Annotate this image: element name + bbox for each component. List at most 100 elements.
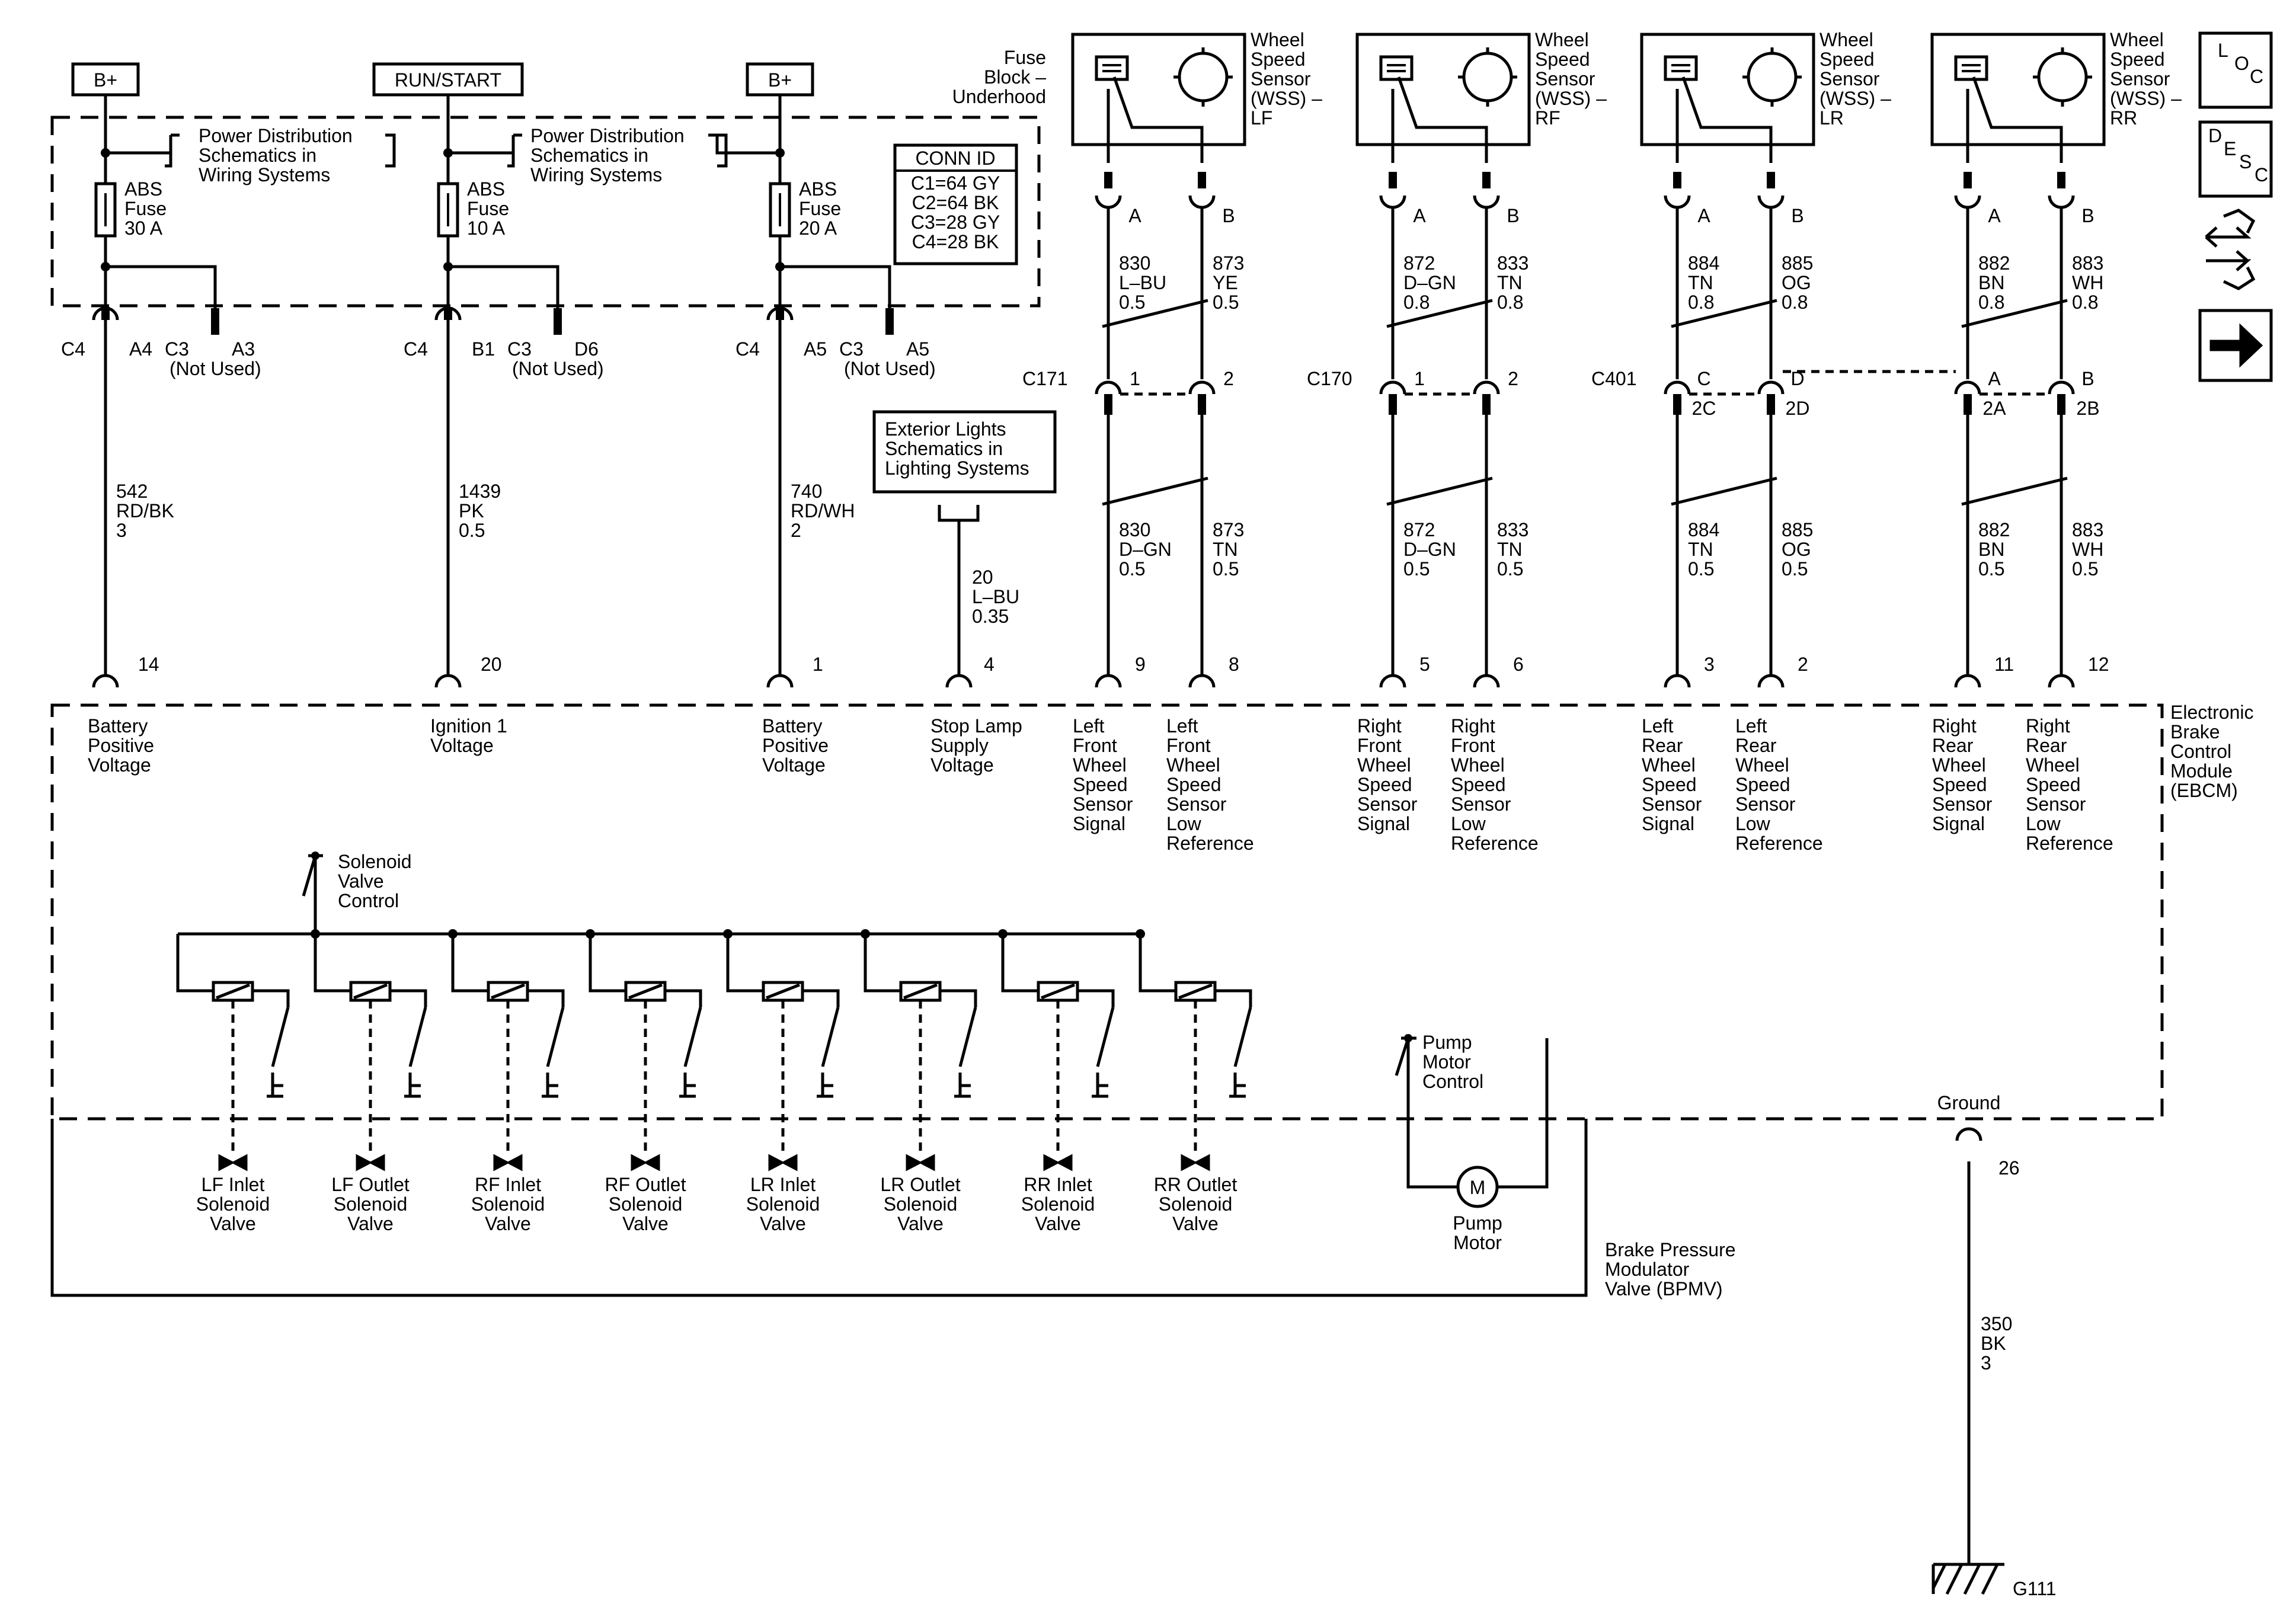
- wire-spec: 872: [1403, 252, 1435, 274]
- solenoid-valve-label: Valve: [1035, 1213, 1081, 1234]
- sensor-title: RR: [2110, 107, 2137, 129]
- solenoid-valve-label: Valve: [347, 1213, 394, 1234]
- solenoid-valve-label: Valve: [897, 1213, 944, 1234]
- ebcm-input-label: Right: [1451, 715, 1495, 737]
- solenoid-coil-icon: [1041, 983, 1075, 1000]
- inline-pin-label: D: [1790, 368, 1804, 389]
- fuse-block-title: Block –: [984, 66, 1046, 88]
- fuse-label: Fuse: [124, 198, 167, 219]
- fuse-label: 30 A: [124, 217, 163, 239]
- fuse-block-title: Fuse: [1004, 47, 1046, 68]
- ebcm-input-label: Sensor: [1357, 793, 1418, 815]
- solenoid-driver-switch-icon: [271, 1007, 290, 1067]
- wire-spec: D–GN: [1403, 539, 1456, 560]
- sensor-pin-label: B: [2081, 205, 2094, 226]
- inline-connector-terminal: [1664, 380, 1691, 395]
- sensor-title: Speed: [1251, 49, 1306, 70]
- wire-spec: TN: [1688, 272, 1713, 293]
- sensor-pin-label: A: [1988, 205, 2001, 226]
- ebcm-pin-number: 5: [1419, 654, 1430, 675]
- wire-spec: WH: [2072, 539, 2103, 560]
- ebcm-terminal: [1379, 674, 1406, 688]
- solenoid-coil-icon: [766, 983, 800, 1000]
- fuse-label: Fuse: [467, 198, 509, 219]
- solenoid-valve-label: Solenoid: [746, 1193, 820, 1215]
- ebcm-terminal: [1473, 674, 1500, 688]
- ebcm-input-label: Wheel: [1642, 754, 1696, 776]
- pump-control-label: Motor: [1422, 1051, 1471, 1073]
- connector-pin-label: A4: [129, 338, 152, 360]
- valve-icon: [1181, 1154, 1210, 1172]
- ebcm-input-label: Wheel: [1166, 754, 1220, 776]
- solenoid-valve-label: Valve: [622, 1213, 669, 1234]
- wire-spec: 0.8: [1688, 292, 1714, 313]
- bpmv-label: Modulator: [1605, 1259, 1690, 1280]
- pump-motor-label: Motor: [1453, 1232, 1502, 1253]
- wire-spec: TN: [1688, 539, 1713, 560]
- reference-leader: [708, 133, 780, 155]
- reference-bracket: [507, 135, 515, 168]
- solenoid-coil-icon: [491, 983, 525, 1000]
- ebcm-terminal: [766, 674, 794, 688]
- solenoid-feed: [864, 934, 901, 993]
- ebcm-terminal: [2048, 674, 2075, 688]
- ebcm-input-label: Voltage: [762, 754, 826, 776]
- sensor-element-icon: [1962, 64, 1981, 72]
- desc-letter: S: [2239, 151, 2252, 172]
- ebcm-pin-number: 1: [813, 654, 823, 675]
- bpmv-label: Valve (BPMV): [1605, 1278, 1723, 1299]
- twisted-pair-mark: [1386, 476, 1493, 506]
- pump-feed-wire: [1406, 1038, 1458, 1189]
- sensor-title: RF: [1535, 107, 1560, 129]
- not-used-note: (Not Used): [844, 358, 936, 379]
- ebcm-terminal: [434, 674, 462, 688]
- sensor-title: Sensor: [2110, 68, 2170, 89]
- connector-id: C4: [736, 338, 760, 360]
- ground-symbol-icon: [1932, 1563, 2004, 1595]
- wire-spec: L–BU: [972, 586, 1019, 607]
- twisted-pair-mark: [1102, 476, 1208, 506]
- wire-spec: 830: [1119, 252, 1150, 274]
- ebcm-input-label: Low: [1166, 813, 1202, 834]
- solenoid-return: [252, 989, 290, 1007]
- desc-letter: D: [2208, 125, 2222, 146]
- ebcm-input-label: Left: [1166, 715, 1198, 737]
- ebcm-input-label: Stop Lamp: [930, 715, 1022, 737]
- wire-spec: 883: [2072, 519, 2103, 540]
- ebcm-input-label: Battery: [762, 715, 822, 737]
- sensor-lead: [1397, 76, 1488, 163]
- solenoid-coil-icon: [353, 983, 388, 1000]
- power-source-label: B+: [94, 69, 117, 91]
- ebcm-input-label: Signal: [1932, 813, 1985, 834]
- c3-branch-wire: [105, 265, 217, 335]
- solenoid-control-label: Control: [338, 890, 399, 911]
- wire-spec: YE: [1213, 272, 1238, 293]
- ebcm-input-label: Voltage: [88, 754, 151, 776]
- exterior-lights-ref-text: Schematics in: [885, 438, 1003, 459]
- connector-id: C3: [839, 338, 864, 360]
- fuse-label: ABS: [467, 178, 505, 200]
- wire-spec: 873: [1213, 252, 1244, 274]
- ebcm-input-label: Sensor: [2026, 793, 2086, 815]
- sensor-connector-terminal: [1954, 195, 1981, 209]
- wire-spec: 1439: [459, 481, 501, 502]
- ebcm-input-label: Speed: [2026, 774, 2081, 795]
- ground-connector: [1955, 1127, 1982, 1141]
- solenoid-valve-label: LR Outlet: [880, 1174, 960, 1195]
- ebcm-input-label: Wheel: [2026, 754, 2080, 776]
- inline-connector-terminal: [1188, 380, 1216, 395]
- inline-pin-label: 2C: [1692, 398, 1716, 419]
- inline-pin-label: 2D: [1786, 398, 1810, 419]
- pump-control-label: Pump: [1422, 1032, 1472, 1053]
- ebcm-input-label: Rear: [1642, 735, 1683, 756]
- solenoid-coil-icon: [628, 983, 663, 1000]
- ebcm-terminal: [1757, 674, 1785, 688]
- connector-id: C3: [507, 338, 532, 360]
- solenoid-driver-switch-icon: [546, 1007, 565, 1067]
- sensor-title: Sensor: [1819, 68, 1880, 89]
- solenoid-feed: [314, 934, 351, 993]
- exterior-lights-ref-text: Exterior Lights: [885, 418, 1006, 440]
- wire-spec: 0.8: [1782, 292, 1808, 313]
- ebcm-input-label: Speed: [1166, 774, 1221, 795]
- ebcm-input-label: Front: [1451, 735, 1495, 756]
